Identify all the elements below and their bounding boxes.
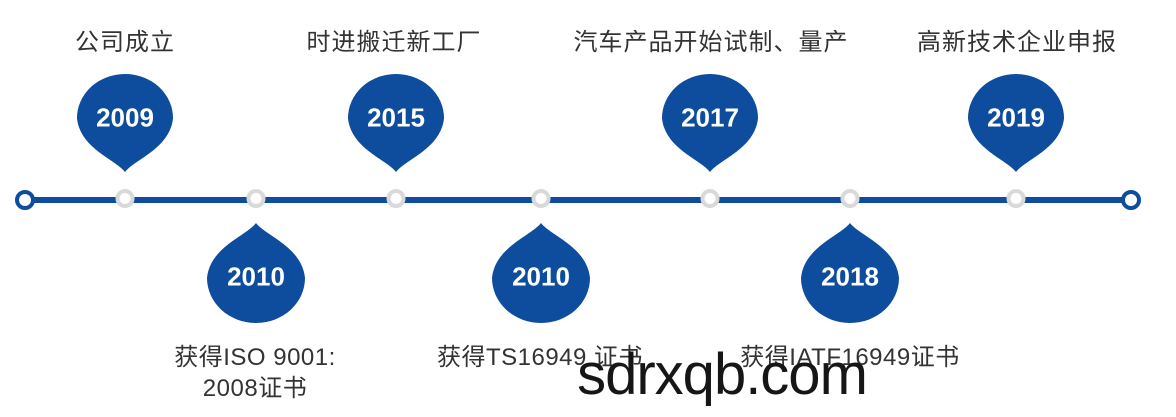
teardrop-up-icon (207, 223, 305, 323)
milestone-2009-label: 公司成立 (75, 29, 175, 56)
timeline-endpoint-right (1121, 190, 1141, 210)
milestone-2015-label: 时进搬迁新工厂 (306, 29, 482, 56)
milestone-2010a-marker: 2010 (206, 223, 306, 323)
timeline-node-2010b (531, 189, 551, 208)
teardrop-down-icon (967, 74, 1065, 172)
timeline-line (25, 197, 1131, 203)
milestone-2018-label-line1: 获得IATF16949证书 (740, 344, 960, 371)
milestone-2018-marker: 2018 (800, 223, 900, 323)
milestone-2017-year: 2017 (681, 102, 739, 133)
timeline-endpoint-left (15, 190, 35, 210)
milestone-2015-year: 2015 (367, 102, 425, 133)
milestone-2009-marker: 2009 (76, 74, 175, 172)
milestone-2019-marker: 2019 (967, 74, 1066, 172)
timeline-node-2009 (115, 189, 135, 208)
teardrop-down-icon (76, 74, 174, 172)
milestone-2018-year: 2018 (821, 261, 879, 292)
watermark-text: sdrxqb.com (577, 342, 868, 407)
milestone-2010b-marker: 2010 (491, 223, 591, 323)
milestone-2010b-label: 获得TS16949 证书 (437, 342, 643, 373)
milestone-2017-label: 汽车产品开始试制、量产 (573, 29, 849, 56)
teardrop-down-icon (661, 74, 759, 172)
milestone-2010a-year: 2010 (227, 261, 285, 292)
teardrop-up-icon (492, 223, 590, 323)
milestone-2010b-year: 2010 (512, 261, 570, 292)
milestone-2018-label: 获得IATF16949证书 (740, 342, 959, 373)
timeline-node-2015 (386, 189, 406, 208)
milestone-2010a-label: 获得ISO 9001: 2008证书 (174, 342, 336, 404)
timeline-node-2010a (246, 189, 266, 208)
timeline-node-2017 (700, 189, 720, 208)
milestone-2010a-label-line1: 获得ISO 9001: (174, 344, 336, 371)
milestone-2017-marker: 2017 (661, 74, 760, 172)
milestone-2009-year: 2009 (96, 102, 154, 133)
milestone-2019-label: 高新技术企业申报 (917, 29, 1117, 56)
milestone-2010a-label-line2: 2008证书 (202, 375, 308, 402)
timeline-node-2018 (840, 189, 860, 208)
teardrop-down-icon (347, 74, 445, 172)
milestone-2015-marker: 2015 (347, 74, 446, 172)
timeline-node-2019 (1006, 189, 1026, 208)
teardrop-up-icon (801, 223, 899, 323)
milestone-2010b-label-line1: 获得TS16949 证书 (436, 344, 644, 371)
milestone-2019-year: 2019 (987, 102, 1045, 133)
